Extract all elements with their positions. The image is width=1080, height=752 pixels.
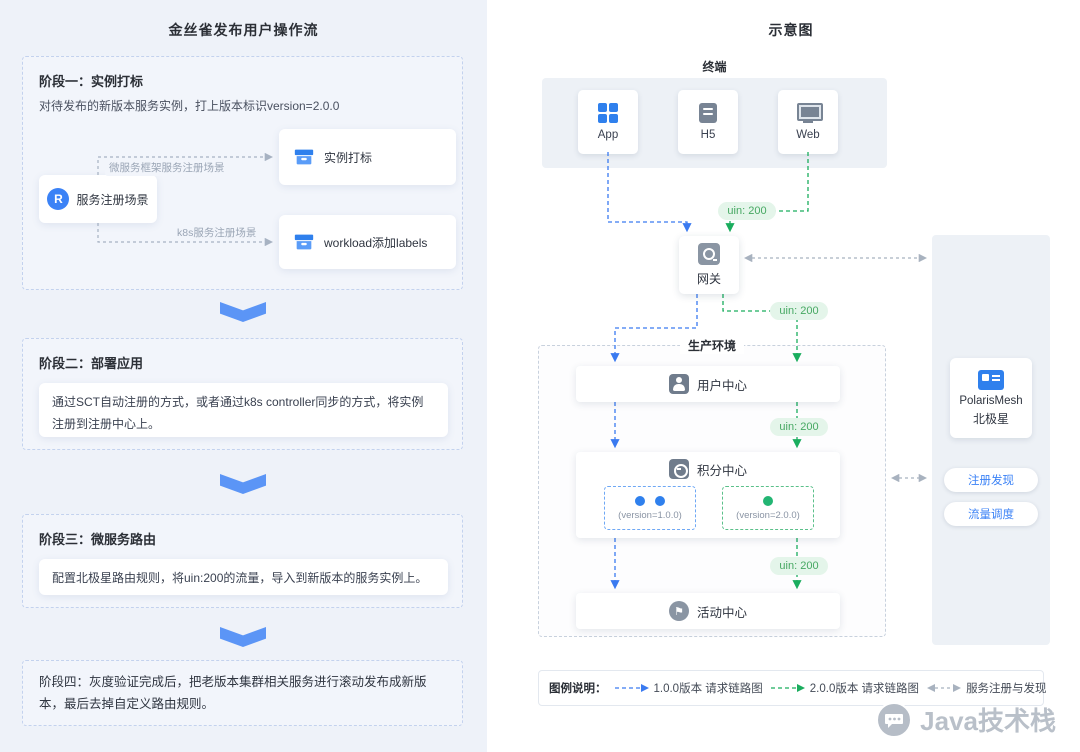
service-registry-node: R 服务注册场景 bbox=[39, 175, 157, 223]
node-gateway: 网关 bbox=[679, 236, 739, 294]
node-user-center: 用户中心 bbox=[576, 366, 840, 402]
legend-bar: 图例说明： 1.0.0版本 请求链路图 2.0.0版本 请求链路图 bbox=[538, 670, 1047, 706]
node-app-label: App bbox=[597, 129, 619, 141]
right-diagram-panel: 示意图 bbox=[502, 0, 1080, 752]
stage-3-title: 阶段三：微服务路由 bbox=[39, 532, 157, 547]
version-1-label: (version=1.0.0) bbox=[618, 509, 682, 521]
monitor-icon bbox=[797, 103, 823, 123]
version-2-label: (version=2.0.0) bbox=[736, 509, 800, 521]
production-env-label: 生产环境 bbox=[679, 337, 745, 354]
gateway-icon bbox=[698, 243, 720, 265]
legend-item-v2: 2.0.0版本 请求链路图 bbox=[770, 680, 920, 696]
polaris-name: PolarisMesh bbox=[959, 394, 1023, 407]
edge-framework-line bbox=[97, 152, 274, 175]
node-web: Web bbox=[778, 90, 838, 154]
uin-badge: uin: 200 bbox=[770, 302, 828, 320]
terminal-group-box: App H5 Web bbox=[542, 78, 887, 168]
green-instance-dot bbox=[763, 495, 773, 506]
blue-instance-dot bbox=[635, 495, 645, 506]
edge-k8s-label: k8s服务注册场景 bbox=[173, 224, 261, 241]
legend-item-v1: 1.0.0版本 请求链路图 bbox=[614, 680, 763, 696]
version-2-group: (version=2.0.0) bbox=[722, 486, 814, 530]
app-grid-icon bbox=[598, 103, 618, 123]
polaris-panel: PolarisMesh 北极星 注册发现 流量调度 bbox=[932, 235, 1050, 645]
register-discovery-button: 注册发现 bbox=[944, 468, 1038, 492]
legend-blue-arrow-icon bbox=[614, 684, 649, 692]
edge-framework-label: 微服务框架服务注册场景 bbox=[105, 159, 229, 176]
stage-2-box: 阶段二：部署应用 通过SCT自动注册的方式，或者通过k8s controller… bbox=[22, 338, 463, 450]
registry-r-icon: R bbox=[47, 188, 70, 210]
uin-badge: uin: 200 bbox=[770, 557, 828, 575]
node-user-center-label: 用户中心 bbox=[696, 378, 747, 393]
node-activity-center-label: 活动中心 bbox=[696, 605, 747, 620]
legend-green-arrow-icon bbox=[770, 684, 805, 692]
stage-2-desc-card: 通过SCT自动注册的方式，或者通过k8s controller同步的方式，将实例… bbox=[39, 383, 448, 437]
traffic-scheduling-button: 流量调度 bbox=[944, 502, 1038, 526]
legend-item-v1-label: 1.0.0版本 请求链路图 bbox=[653, 683, 763, 695]
watermark: Java技术栈 bbox=[876, 701, 1056, 738]
node-points-center: 积分中心 (version=1.0.0) (version=2.0.0) bbox=[576, 452, 840, 538]
node-web-label: Web bbox=[796, 129, 820, 141]
legend-item-registry: 服务注册与发现 bbox=[927, 680, 1047, 696]
uin-badge: uin: 200 bbox=[770, 418, 828, 436]
down-chevron-icon bbox=[220, 474, 266, 494]
stage-1-box: 阶段一：实例打标 对待发布的新版本服务实例，打上版本标识version=2.0.… bbox=[22, 56, 463, 290]
stage-3-box: 阶段三：微服务路由 配置北极星路由规则，将uin:200的流量，导入到新版本的服… bbox=[22, 514, 463, 608]
left-panel-title: 金丝雀发布用户操作流 bbox=[168, 22, 319, 38]
legend-item-v2-label: 2.0.0版本 请求链路图 bbox=[809, 683, 920, 695]
stage-4-text: 阶段四：灰度验证完成后，把老版本集群相关服务进行滚动发布成新版本，最后去掉自定义… bbox=[39, 674, 427, 712]
node-gateway-label: 网关 bbox=[696, 272, 721, 286]
node-app: App bbox=[578, 90, 638, 154]
mobile-icon bbox=[699, 103, 717, 123]
node-activity-center: ⚑ 活动中心 bbox=[576, 593, 840, 629]
id-card-icon bbox=[978, 369, 1004, 390]
terminal-group-label: 终端 bbox=[702, 60, 727, 74]
service-registry-label: 服务注册场景 bbox=[76, 192, 149, 207]
stage-3-desc-card: 配置北极星路由规则，将uin:200的流量，导入到新版本的服务实例上。 bbox=[39, 559, 448, 595]
legend-title: 图例说明： bbox=[549, 683, 607, 695]
archive-box-icon bbox=[293, 146, 315, 168]
chat-bubble-logo-icon bbox=[876, 701, 913, 738]
flag-circle-icon: ⚑ bbox=[668, 601, 689, 621]
legend-item-registry-label: 服务注册与发现 bbox=[966, 683, 1047, 695]
polaris-card: PolarisMesh 北极星 bbox=[950, 358, 1032, 438]
person-icon bbox=[668, 374, 689, 394]
node-h5: H5 bbox=[678, 90, 738, 154]
stage-2-title: 阶段二：部署应用 bbox=[39, 356, 144, 371]
right-panel-title: 示意图 bbox=[768, 22, 814, 38]
archive-box-icon bbox=[293, 231, 315, 253]
node-points-center-label: 积分中心 bbox=[696, 463, 747, 478]
left-flow-panel: 金丝雀发布用户操作流 阶段一：实例打标 对待发布的新版本服务实例，打上版本标识v… bbox=[0, 0, 487, 752]
version-1-group: (version=1.0.0) bbox=[604, 486, 696, 530]
watermark-text: Java技术栈 bbox=[920, 706, 1056, 736]
coin-icon bbox=[668, 459, 689, 479]
stage-1-connectors bbox=[97, 152, 274, 247]
polaris-cn-name: 北极星 bbox=[972, 411, 1009, 426]
stage-4-box: 阶段四：灰度验证完成后，把老版本集群相关服务进行滚动发布成新版本，最后去掉自定义… bbox=[22, 660, 463, 726]
uin-badge: uin: 200 bbox=[718, 202, 776, 220]
workload-labels-node: workload添加labels bbox=[279, 215, 456, 269]
edge-k8s-line bbox=[97, 223, 274, 247]
node-h5-label: H5 bbox=[700, 129, 716, 141]
stage-1-desc: 对待发布的新版本服务实例，打上版本标识version=2.0.0 bbox=[39, 99, 340, 113]
v1-instance-dots bbox=[635, 495, 665, 506]
legend-gray-arrow-icon bbox=[927, 684, 962, 692]
v2-instance-dots bbox=[763, 495, 773, 506]
instance-tag-label: 实例打标 bbox=[324, 150, 373, 165]
blue-instance-dot bbox=[655, 495, 665, 506]
workload-labels-label: workload添加labels bbox=[324, 235, 428, 250]
instance-tag-node: 实例打标 bbox=[279, 129, 456, 185]
down-chevron-icon bbox=[220, 627, 266, 647]
down-chevron-icon bbox=[220, 302, 266, 322]
stage-1-title: 阶段一：实例打标 bbox=[39, 74, 144, 89]
